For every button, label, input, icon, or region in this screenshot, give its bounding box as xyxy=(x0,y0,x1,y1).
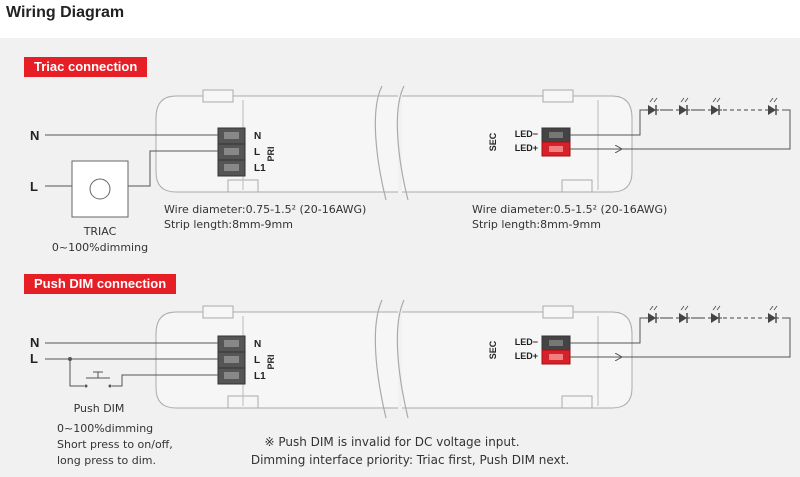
sec-label: SEC xyxy=(488,132,498,151)
wire-l-to-driver xyxy=(128,150,218,187)
pushdim-desc-2: long press to dim. xyxy=(57,454,156,467)
terminal-n: N xyxy=(254,131,261,142)
led-diode xyxy=(707,305,723,324)
led-minus-wire xyxy=(570,317,645,344)
input-l-label: L xyxy=(30,179,38,194)
driver-break-mark xyxy=(374,299,409,419)
input-l-label: L xyxy=(30,351,38,366)
led-diode xyxy=(644,305,660,324)
driver-body-right xyxy=(402,311,633,409)
pushdim-switch-label: Push DIM xyxy=(74,402,125,415)
terminal-l: L xyxy=(254,147,260,158)
input-n-label: N xyxy=(30,128,39,143)
triac-name: TRIAC xyxy=(83,225,117,238)
pushdim-connection-label: Push DIM connection xyxy=(24,274,177,294)
output-terminal-block xyxy=(541,127,571,157)
wire-spec-left-strip: Strip length:8mm-9mm xyxy=(164,218,293,231)
led-minus-wire xyxy=(570,109,645,136)
triac-connection-label: Triac connection xyxy=(24,57,148,77)
input-terminal-block xyxy=(217,127,246,177)
diagram-panel xyxy=(0,38,800,477)
led-minus-label: LED− xyxy=(515,129,538,139)
wire-spec-left-diameter: Wire diameter:0.75-1.5² (20-16AWG) xyxy=(164,203,366,216)
note-dc-warning: ※ Push DIM is invalid for DC voltage inp… xyxy=(264,435,519,449)
sec-label: SEC xyxy=(488,340,498,359)
led-plus-wire xyxy=(570,317,791,358)
pushdim-wire-b xyxy=(112,374,218,387)
driver-body-right xyxy=(402,95,633,193)
wire-spec-right-diameter: Wire diameter:0.5-1.5² (20-16AWG) xyxy=(472,203,667,216)
led-plus-label: LED+ xyxy=(515,351,538,361)
pri-label: PRI xyxy=(266,146,276,161)
led-diode xyxy=(675,305,691,324)
triac-section: N L L1 PRI LED− LED+ SEC N L TRIAC 0~100… xyxy=(30,85,791,254)
driver-body-left xyxy=(155,311,398,409)
terminal-l1: L1 xyxy=(254,371,266,382)
terminal-l1: L1 xyxy=(254,163,266,174)
pri-label: PRI xyxy=(266,354,276,369)
terminal-n: N xyxy=(254,339,261,350)
pushdim-section: N L L1 PRI LED− LED+ SEC N L Push DIM 0~… xyxy=(30,299,791,467)
led-diode xyxy=(707,97,723,116)
triac-knob xyxy=(89,178,111,200)
pushdim-range: 0~100%dimming xyxy=(57,422,153,435)
led-minus-label: LED− xyxy=(515,337,538,347)
led-plus-label: LED+ xyxy=(515,143,538,153)
led-diode xyxy=(644,97,660,116)
led-diode xyxy=(764,305,780,324)
wire-spec-right-strip: Strip length:8mm-9mm xyxy=(472,218,601,231)
push-switch-icon xyxy=(84,371,112,388)
led-diode xyxy=(675,97,691,116)
input-n-label: N xyxy=(30,335,39,350)
driver-body-left xyxy=(155,95,398,193)
terminal-l: L xyxy=(254,355,260,366)
triac-range: 0~100%dimming xyxy=(52,241,148,254)
output-terminal-block xyxy=(541,335,571,365)
led-diode xyxy=(764,97,780,116)
input-terminal-block xyxy=(217,335,246,385)
note-priority: Dimming interface priority: Triac first,… xyxy=(251,453,569,467)
pushdim-wire-a xyxy=(69,359,84,387)
page-title: Wiring Diagram xyxy=(6,4,125,21)
led-plus-wire xyxy=(570,109,791,150)
driver-break-mark xyxy=(374,85,409,201)
pushdim-desc-1: Short press to on/off, xyxy=(57,438,173,451)
